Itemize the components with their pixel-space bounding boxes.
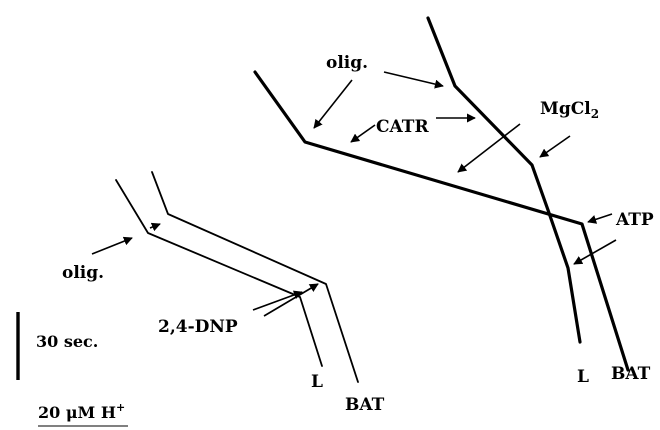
arrow-olig-left bbox=[91, 236, 133, 255]
arrow-catr bbox=[350, 124, 376, 143]
label-dnp: 2,4-DNP bbox=[158, 317, 238, 337]
trace-right-l bbox=[426, 16, 582, 344]
arrow-olig-left-2 bbox=[149, 222, 161, 232]
label-time-scale: 30 sec. bbox=[36, 332, 98, 351]
arrow-olig-right-2 bbox=[313, 79, 353, 129]
label-bat-right: BAT bbox=[611, 364, 651, 384]
label-concentration-scale: 20 μM H+ bbox=[38, 401, 125, 422]
label-l-left: L bbox=[311, 372, 323, 392]
trace-left-l bbox=[115, 179, 323, 367]
arrow-mgcl2-2 bbox=[539, 135, 571, 158]
label-mgcl2: MgCl2 bbox=[540, 99, 599, 121]
label-olig-left: olig. bbox=[62, 263, 104, 283]
label-bat-left: BAT bbox=[345, 395, 385, 415]
label-atp: ATP bbox=[615, 210, 654, 230]
arrow-atp-1 bbox=[587, 213, 613, 224]
arrow-mgcl2-1 bbox=[457, 123, 521, 173]
trace-left-bat bbox=[151, 171, 359, 383]
arrow-dnp-1 bbox=[252, 290, 303, 311]
label-mgcl2-sub: 2 bbox=[591, 107, 599, 121]
arrow-olig-right-1 bbox=[383, 71, 444, 89]
label-conc-main: 20 μM H bbox=[38, 403, 116, 422]
label-olig-right: olig. bbox=[326, 53, 368, 73]
arrow-atp-2 bbox=[573, 239, 617, 265]
label-conc-sup: + bbox=[116, 401, 125, 414]
label-catr: CATR bbox=[376, 117, 429, 137]
label-mgcl2-main: MgCl bbox=[540, 99, 591, 119]
arrow-dnp-2 bbox=[263, 283, 319, 317]
label-l-right: L bbox=[577, 367, 589, 387]
trace-right-catr bbox=[253, 70, 630, 372]
